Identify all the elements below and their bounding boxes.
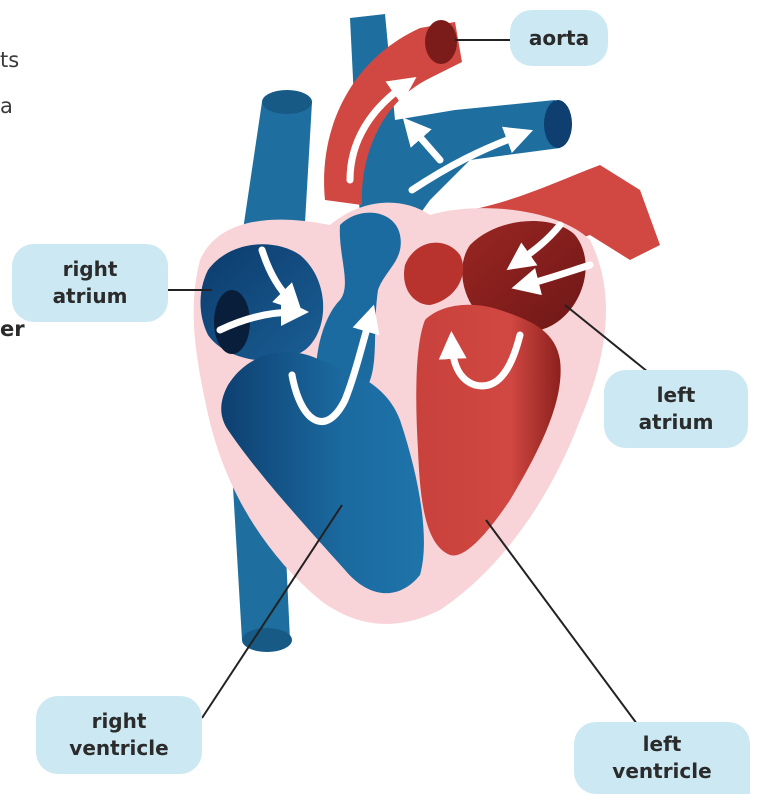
label-right-ventricle: right ventricle (36, 696, 202, 774)
aorta-opening (425, 20, 457, 64)
label-left-ventricle-line1: left (643, 731, 682, 758)
label-right-atrium: right atrium (12, 244, 168, 322)
cropped-text-fragment: ts (0, 48, 19, 72)
label-left-atrium-line1: left (657, 382, 696, 409)
label-right-atrium-line2: atrium (53, 283, 128, 310)
label-left-atrium-line2: atrium (639, 409, 714, 436)
label-aorta: aorta (510, 10, 608, 66)
cropped-text-fragment: er (0, 317, 25, 341)
label-right-ventricle-line2: ventricle (69, 735, 168, 762)
cropped-text-fragment: a (0, 94, 13, 118)
label-left-ventricle-line2: ventricle (612, 758, 711, 785)
vena-cava-bottom-opening (242, 628, 292, 652)
label-left-atrium: left atrium (604, 370, 748, 448)
pulmonary-artery-opening (544, 100, 572, 148)
left-ventricle-chamber (416, 305, 560, 556)
label-right-atrium-line1: right (63, 256, 118, 283)
label-right-ventricle-line1: right (92, 708, 147, 735)
label-left-ventricle: left ventricle (574, 722, 750, 794)
label-aorta-text: aorta (529, 25, 589, 52)
vena-cava-top-opening (262, 90, 312, 114)
left-ventricle-leader (486, 520, 640, 728)
